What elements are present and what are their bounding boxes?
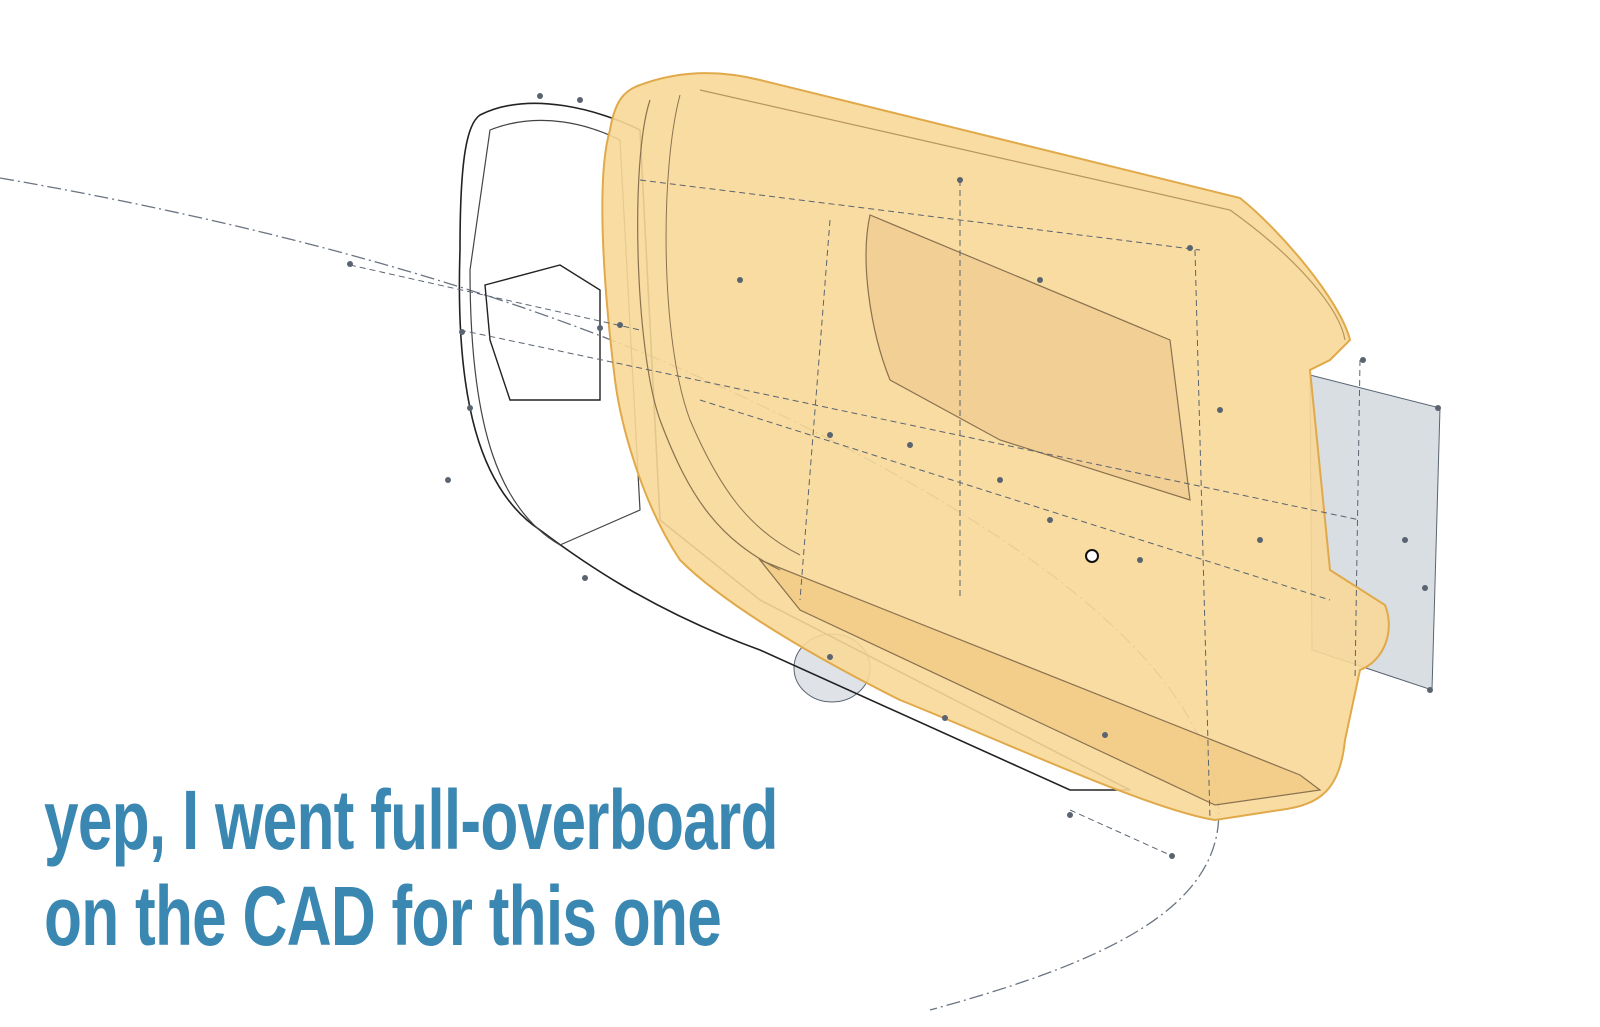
main-body <box>601 72 1390 822</box>
body-inner-panel <box>865 214 1191 501</box>
caption-line-1: yep, I went full-overboard <box>44 773 778 867</box>
body-front-edge <box>637 99 781 571</box>
cutout-frame <box>484 264 601 401</box>
sketch-points <box>347 93 1441 859</box>
sketch-lines <box>349 179 1361 856</box>
caption-line-2: on the CAD for this one <box>44 869 722 963</box>
body-bottom-lip <box>758 558 1322 806</box>
body-front-edge-2 <box>665 94 801 556</box>
body-top-ridge <box>699 89 1346 341</box>
rear-shell-inner <box>469 119 641 546</box>
origin-marker-icon <box>1085 549 1099 563</box>
